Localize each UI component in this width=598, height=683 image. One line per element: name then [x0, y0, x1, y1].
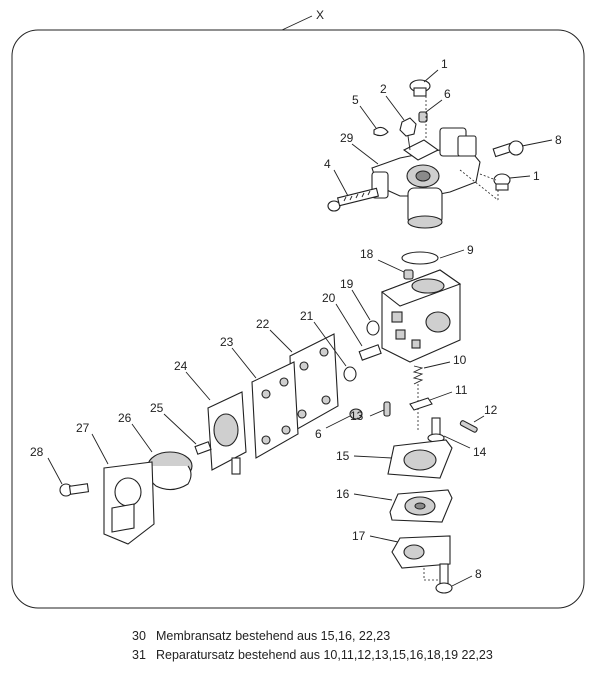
callout-11: 11: [455, 383, 468, 397]
callout-29: 29: [340, 131, 354, 145]
callout-8: 8: [555, 133, 562, 147]
view-label: X: [316, 8, 324, 22]
callout-12: 12: [484, 403, 498, 417]
callout-8-bottom: 8: [475, 567, 482, 581]
part-1-screw-side: [493, 173, 511, 191]
part-20-needle: [358, 344, 382, 361]
legend-number: 30: [132, 629, 146, 643]
callout-6: 6: [444, 87, 451, 101]
callout-2: 2: [380, 82, 387, 96]
part-26-primer-bulb: [147, 451, 193, 491]
exploded-parts-diagram: X: [11, 8, 585, 609]
legend-row-30: 30 Membransatz bestehend aus 15,16, 22,2…: [132, 627, 582, 646]
callout-24: 24: [174, 359, 188, 373]
part-16-diaphragm: [389, 489, 453, 523]
callout-15: 15: [336, 449, 350, 463]
leader-lines: [47, 69, 553, 587]
callout-20: 20: [322, 291, 336, 305]
callout-labels: 1 2 5 6 8 29 4 1 9 18 19 20 21 22 23 24 …: [30, 57, 562, 581]
part-18-plug: [403, 269, 414, 280]
part-13-pin: [383, 401, 391, 417]
part-1-screw-top: [409, 79, 431, 97]
part-12-pin: [459, 420, 478, 433]
callout-26: 26: [118, 411, 132, 425]
parts-kit-legend: 30 Membransatz bestehend aus 15,16, 22,2…: [132, 627, 582, 665]
callout-23: 23: [220, 335, 234, 349]
callout-19: 19: [340, 277, 354, 291]
part-11-lever: [409, 397, 433, 411]
callout-22: 22: [256, 317, 270, 331]
callout-21: 21: [300, 309, 314, 323]
part-5-clip: [373, 126, 389, 137]
legend-number: 31: [132, 648, 146, 662]
part-9-o-ring: [401, 251, 439, 265]
callout-25: 25: [150, 401, 164, 415]
legend-text: Membransatz bestehend aus 15,16, 22,23: [156, 629, 391, 643]
throttle-housing: [371, 127, 481, 229]
part-24-pump-body: [207, 391, 247, 475]
callout-17: 17: [352, 529, 366, 543]
callout-1: 1: [441, 57, 448, 71]
carburetor-body: [380, 269, 462, 363]
part-6-spring-bottom: [349, 408, 363, 420]
part-6-spring-top: [418, 111, 428, 123]
view-frame: X: [11, 8, 585, 609]
part-21-plug: [343, 366, 357, 382]
callout-28: 28: [30, 445, 44, 459]
part-10-spring: [412, 365, 424, 385]
callout-4: 4: [324, 157, 331, 171]
callout-18: 18: [360, 247, 374, 261]
callout-9: 9: [467, 243, 474, 257]
part-8-screw-bottom: [435, 563, 453, 594]
part-4-long-screw: [327, 187, 380, 212]
part-17-cover: [391, 535, 451, 569]
legend-text: Reparatursatz bestehend aus 10,11,12,13,…: [156, 648, 493, 662]
callout-6-lower: 6: [315, 427, 322, 441]
part-25-valve: [194, 441, 212, 455]
part-28-screw: [59, 483, 90, 497]
callout-14: 14: [473, 445, 487, 459]
part-27-bracket: [103, 461, 155, 545]
part-2-lever: [399, 117, 417, 151]
callout-5: 5: [352, 93, 359, 107]
callout-1-side: 1: [533, 169, 540, 183]
callout-10: 10: [453, 353, 467, 367]
callout-13: 13: [350, 409, 364, 423]
part-23-plate: [251, 361, 299, 459]
part-14-screw: [427, 417, 445, 443]
part-8-screw-top: [492, 140, 524, 158]
callout-16: 16: [336, 487, 350, 501]
callout-27: 27: [76, 421, 90, 435]
part-15-gasket: [387, 439, 453, 479]
legend-row-31: 31 Reparatursatz bestehend aus 10,11,12,…: [132, 646, 582, 665]
part-19-plug: [366, 320, 380, 336]
